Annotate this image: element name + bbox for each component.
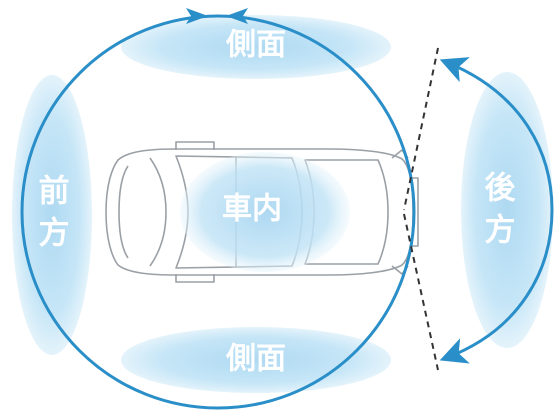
label-side-top: 側面	[225, 28, 286, 63]
zone-interior	[180, 152, 350, 272]
zone-front	[12, 75, 92, 355]
arrow-head-icon	[226, 8, 248, 24]
rear-boundary-dashed-line	[403, 47, 439, 211]
rear-boundary-dashed-line	[403, 213, 439, 371]
zone-side-top	[121, 15, 391, 79]
label-rear-1: 後	[485, 171, 517, 207]
arrow-head-icon	[186, 8, 208, 24]
label-interior: 車内	[222, 192, 282, 227]
coverage-circle	[20, 14, 416, 410]
rear-arc-arrow	[439, 57, 554, 364]
label-rear-2: 方	[485, 213, 516, 249]
label-front-1: 前	[39, 174, 70, 210]
zone-rear	[461, 72, 553, 348]
label-front-2: 方	[39, 216, 70, 252]
label-side-bottom: 側面	[225, 342, 286, 377]
